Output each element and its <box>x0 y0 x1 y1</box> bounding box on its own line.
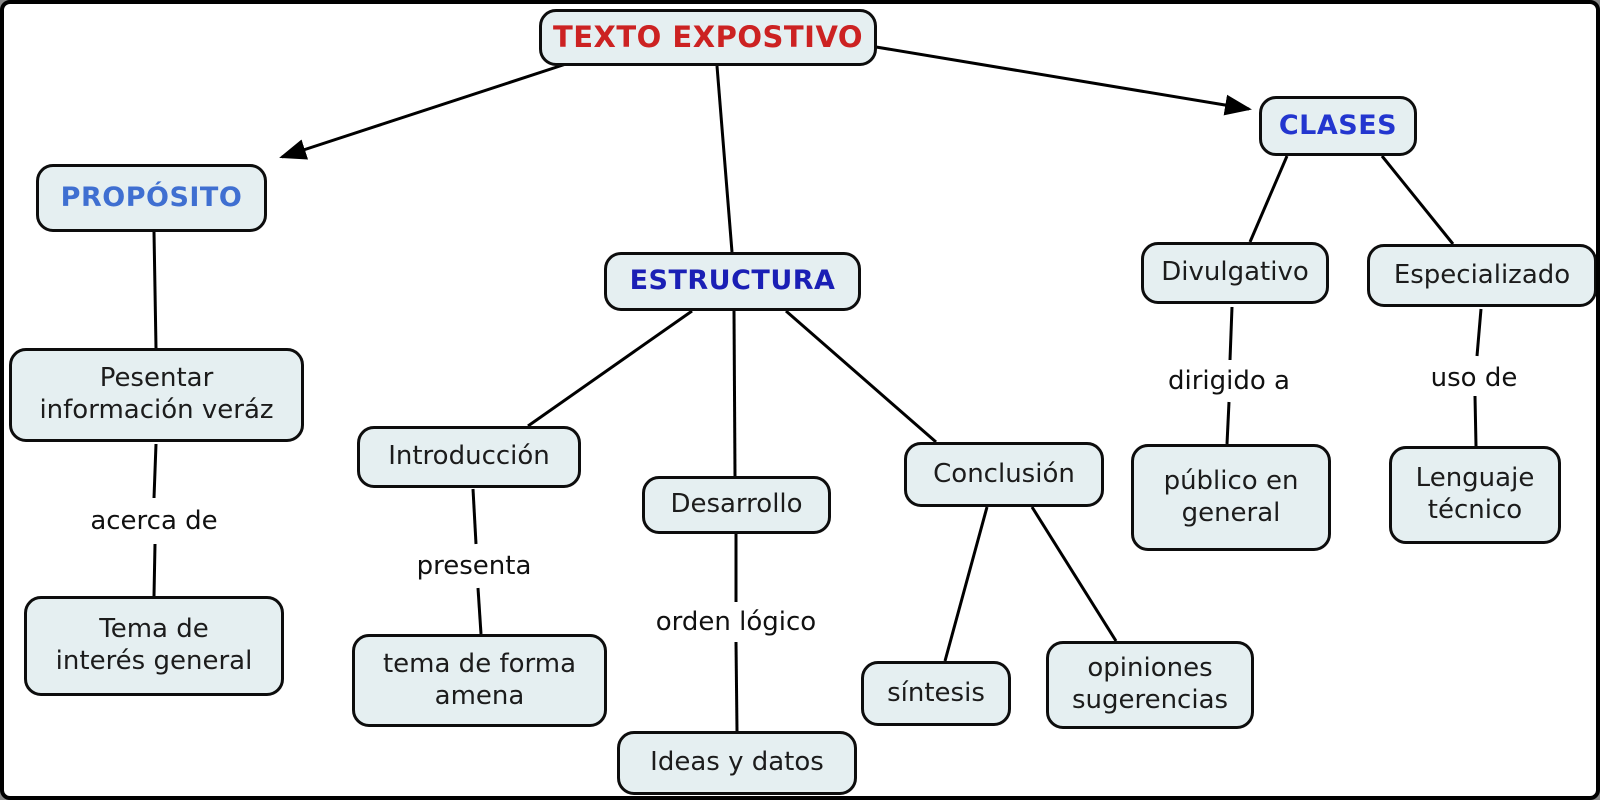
edge-proposito-pesentar <box>152 231 158 349</box>
edge-dirigidoa-publico <box>1225 401 1231 445</box>
edge-ordenlogico-ideasdatos <box>734 641 739 732</box>
edge-conclusion-opiniones <box>1030 506 1118 642</box>
edge-clases-especializado <box>1380 155 1455 245</box>
edge-usode-lenguaje <box>1473 395 1478 447</box>
edge-label-presenta: presenta <box>416 551 532 581</box>
edge-presenta-temaforma <box>476 587 483 635</box>
edge-estructura-desarrollo <box>732 310 737 477</box>
edge-conclusion-sintesis <box>943 506 989 662</box>
edge-especializado-usode <box>1475 308 1483 357</box>
edge-estructura-introduccion <box>527 309 693 428</box>
node-pesentar-informacion: Pesentar información veráz <box>9 348 304 442</box>
edge-label-dirigido-a: dirigido a <box>1168 366 1290 396</box>
edge-clases-divulgativo <box>1248 155 1289 243</box>
node-clases: CLASES <box>1259 96 1417 156</box>
edge-label-acerca-de: acerca de <box>90 506 218 536</box>
node-desarrollo: Desarrollo <box>642 476 831 534</box>
edge-divulgativo-dirigidoa <box>1228 306 1234 361</box>
node-sintesis: síntesis <box>861 661 1011 726</box>
edge-introduccion-presenta <box>471 488 478 545</box>
edge-label-uso-de: uso de <box>1430 363 1518 393</box>
connector-lines <box>152 45 1483 732</box>
node-ideas-y-datos: Ideas y datos <box>617 731 857 795</box>
node-opiniones-sugerencias: opiniones sugerencias <box>1046 641 1254 729</box>
edge-texto-clases-arrow <box>875 45 1252 116</box>
node-tema-forma-amena: tema de forma amena <box>352 634 607 727</box>
node-conclusion: Conclusión <box>904 442 1104 507</box>
node-tema-interes-general: Tema de interés general <box>24 596 284 696</box>
node-divulgativo: Divulgativo <box>1141 242 1329 304</box>
node-especializado: Especializado <box>1367 244 1596 307</box>
node-introduccion: Introducción <box>357 426 581 488</box>
edge-texto-proposito-arrow <box>279 62 567 160</box>
node-publico-en-general: público en general <box>1131 444 1331 551</box>
edge-acercade-temainteres <box>152 543 157 597</box>
edge-texto-estructura <box>715 65 734 253</box>
edge-estructura-conclusion <box>785 309 937 444</box>
node-proposito: PROPÓSITO <box>36 164 267 232</box>
node-lenguaje-tecnico: Lenguaje técnico <box>1389 446 1561 544</box>
node-texto-expostivo: TEXTO EXPOSTIVO <box>539 9 877 66</box>
node-estructura: ESTRUCTURA <box>604 252 861 311</box>
edge-pesentar-acercade <box>152 443 158 499</box>
edge-label-orden-logico: orden lógico <box>655 607 817 637</box>
